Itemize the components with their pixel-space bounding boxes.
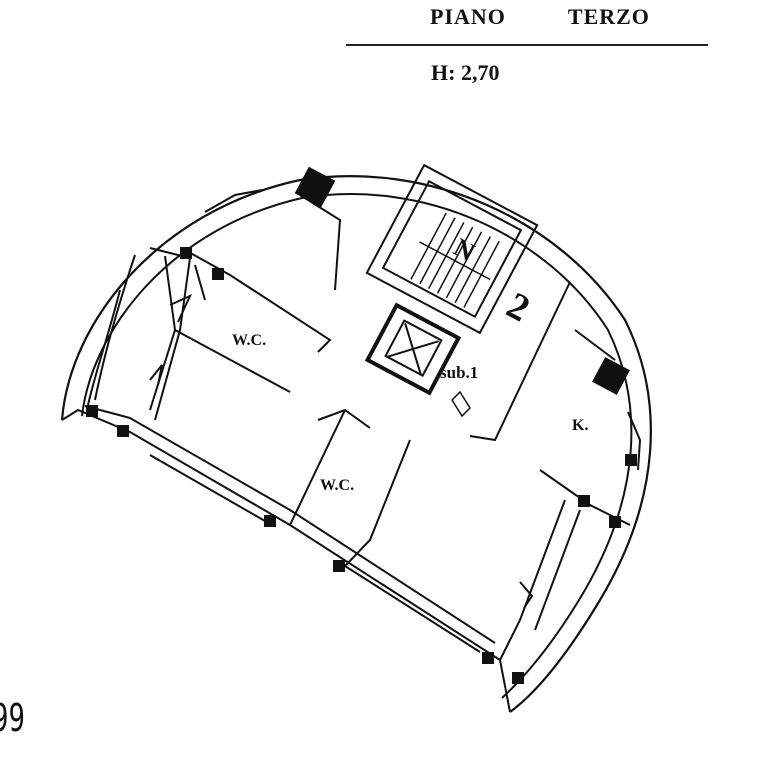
outer-curved-wall-inner — [81, 193, 633, 699]
stair-core — [365, 163, 539, 335]
outer-curved-wall — [60, 175, 652, 713]
header-rule — [346, 44, 708, 46]
wc-lower-walls — [289, 409, 346, 526]
kitchen-walls — [469, 281, 571, 442]
left-bay-wall — [149, 247, 192, 421]
floor-word-piano: PIANO — [430, 4, 506, 29]
chord-wall — [61, 408, 511, 713]
kitchen-label: K. — [572, 417, 588, 434]
stair-number: 2 — [500, 284, 536, 330]
window-marks — [149, 189, 642, 609]
unit-label: sub.1 — [440, 363, 478, 382]
elevator-shaft — [364, 302, 462, 396]
floor-word-terzo: TERZO — [567, 4, 650, 29]
entrance-arrow-icon — [451, 390, 471, 418]
ceiling-height-label: H: 2,70 — [431, 60, 500, 85]
chord-wall-inner — [84, 405, 496, 644]
wc-upper-label: W.C. — [232, 332, 266, 349]
structural-columns — [86, 166, 637, 684]
wc-upper-walls — [184, 249, 332, 353]
floor-title: PIANO TERZO — [430, 4, 650, 30]
wc-lower-label: W.C. — [320, 477, 354, 494]
page-number: 99 — [0, 696, 25, 740]
